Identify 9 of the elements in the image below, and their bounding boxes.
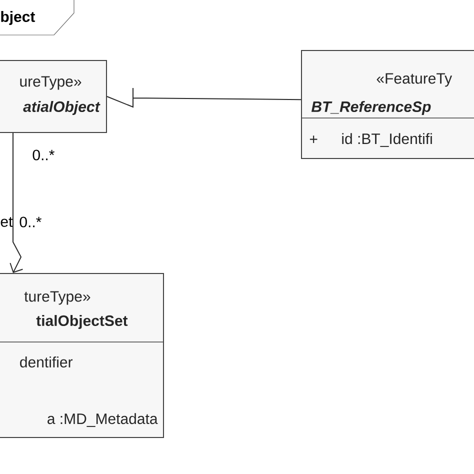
multiplicity: 0..* — [20, 216, 42, 228]
association-line — [106, 88, 302, 108]
role-name: et — [0, 217, 13, 227]
class-box: «FeatureTy BT_ReferenceSp + id :BT_Identifi — [300, 50, 474, 159]
class-box: ureType» atialObject — [0, 60, 107, 133]
frame-name: bject — [1, 11, 36, 25]
association-line — [10, 132, 24, 273]
multiplicity: 0..* — [32, 150, 54, 160]
class-box: tureType» tialObjectSet dentifier a :MD_Metadata — [0, 273, 164, 438]
